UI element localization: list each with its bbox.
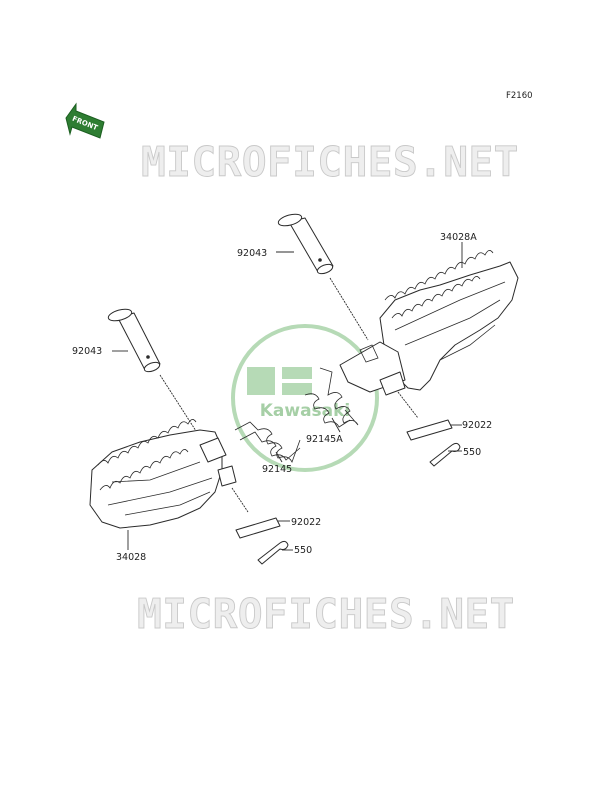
cotter-pin-right xyxy=(429,442,461,467)
footpeg-right xyxy=(339,250,519,396)
front-arrow-badge: FRONT xyxy=(65,102,105,139)
return-spring-right xyxy=(304,367,359,428)
watermark-bottom: MICROFICHES.NET xyxy=(137,590,515,638)
pivot-pin-right xyxy=(277,213,334,275)
part-label-92043-left: 92043 xyxy=(72,346,102,357)
part-label-92022-left: 92022 xyxy=(291,517,321,528)
footpeg-left xyxy=(89,419,237,529)
return-spring-left xyxy=(234,421,301,464)
figure-code: F2160 xyxy=(506,91,533,101)
watermark-top: MICROFICHES.NET xyxy=(141,138,519,186)
kawasaki-logo: Kawasaki xyxy=(231,324,379,472)
washer-left xyxy=(235,517,281,539)
brand-logo-text: Kawasaki xyxy=(260,401,351,421)
part-label-34028: 34028 xyxy=(116,552,146,563)
washer-right xyxy=(406,419,453,441)
part-label-92022-right: 92022 xyxy=(462,420,492,431)
part-label-34028A: 34028A xyxy=(440,232,477,243)
pivot-pin-left xyxy=(107,308,161,373)
part-label-92145: 92145 xyxy=(262,464,292,475)
part-label-92145A: 92145A xyxy=(306,434,343,445)
cotter-pin-left xyxy=(257,540,289,565)
part-label-92043-right: 92043 xyxy=(237,248,267,259)
part-label-550-left: 550 xyxy=(294,545,312,556)
part-label-550-right: 550 xyxy=(463,447,481,458)
